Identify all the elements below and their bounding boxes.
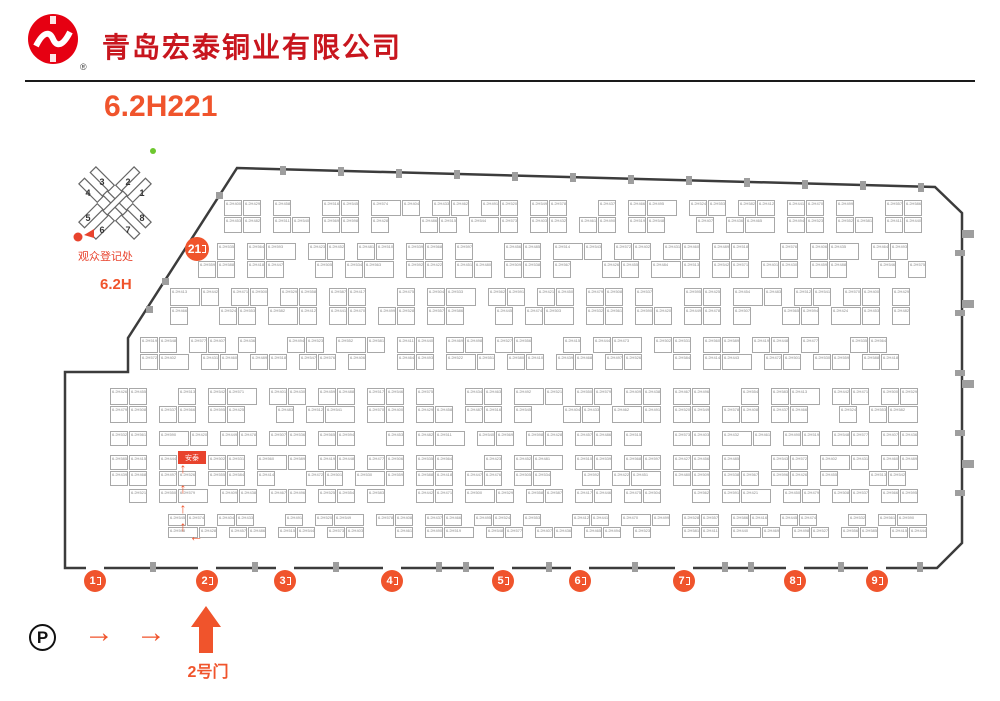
gate-marker-8: 8	[784, 570, 806, 592]
door-icon	[581, 577, 586, 585]
gate-number: 7	[678, 575, 685, 587]
gate-number: 9	[871, 575, 878, 587]
door-icon	[286, 577, 291, 585]
gate-marker-7: 7	[673, 570, 695, 592]
gate-number: 5	[497, 575, 504, 587]
entrance-gate-label: 2号门	[187, 664, 229, 681]
gate-marker-4: 4	[381, 570, 403, 592]
parking-icon: P	[29, 624, 56, 651]
door-icon	[685, 577, 690, 585]
gate-number: 1	[89, 575, 96, 587]
door-icon	[96, 577, 101, 585]
booth-code-title: 6.2H221	[104, 90, 218, 123]
header-divider	[25, 80, 975, 82]
highlighted-booth: 安泰	[178, 451, 206, 464]
door-icon	[796, 577, 801, 585]
company-name: 青岛宏泰铜业有限公司	[102, 32, 403, 63]
gate-marker-1: 1	[84, 570, 106, 592]
registered-mark: ®	[80, 62, 87, 72]
flow-arrow-icon: →	[84, 616, 114, 649]
gate-marker-3: 3	[274, 570, 296, 592]
flow-arrow-icon: →	[136, 616, 166, 649]
gate-number: 3	[279, 575, 286, 587]
entrance-dot-icon	[150, 148, 156, 154]
door-icon	[393, 577, 398, 585]
gate-marker-9: 9	[866, 570, 888, 592]
door-icon	[208, 577, 213, 585]
gate-number: 4	[386, 575, 393, 587]
gate-marker-6: 6	[569, 570, 591, 592]
gate-marker-2: 2	[196, 570, 218, 592]
door-icon	[504, 577, 509, 585]
gate-number: 8	[789, 575, 796, 587]
company-logo	[28, 14, 78, 64]
gate-number: 2	[201, 575, 208, 587]
gate-marker-5: 5	[492, 570, 514, 592]
gate-number: 6	[574, 575, 581, 587]
door-icon	[878, 577, 883, 585]
